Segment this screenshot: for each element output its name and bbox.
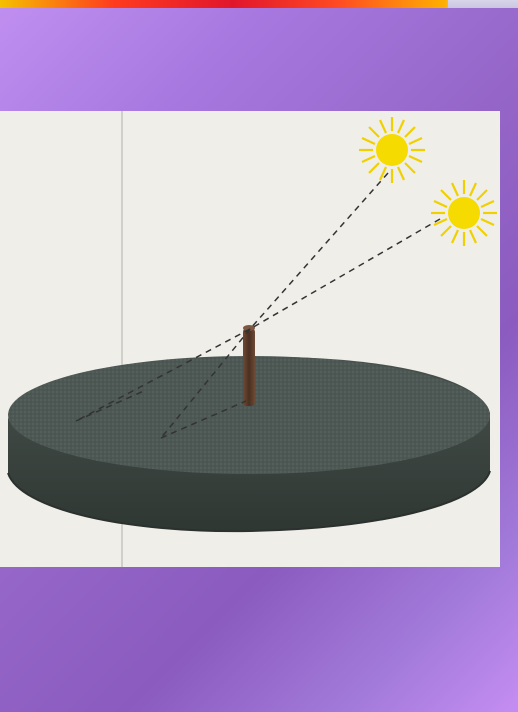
bottom-empty-area [0, 567, 518, 712]
sundial-image [0, 111, 500, 567]
slide-top-bar [0, 0, 518, 8]
slide-title-area [24, 24, 494, 94]
sundial-illustration [0, 111, 500, 567]
slide-top-right-strip [448, 0, 518, 8]
gnomon [243, 325, 255, 406]
